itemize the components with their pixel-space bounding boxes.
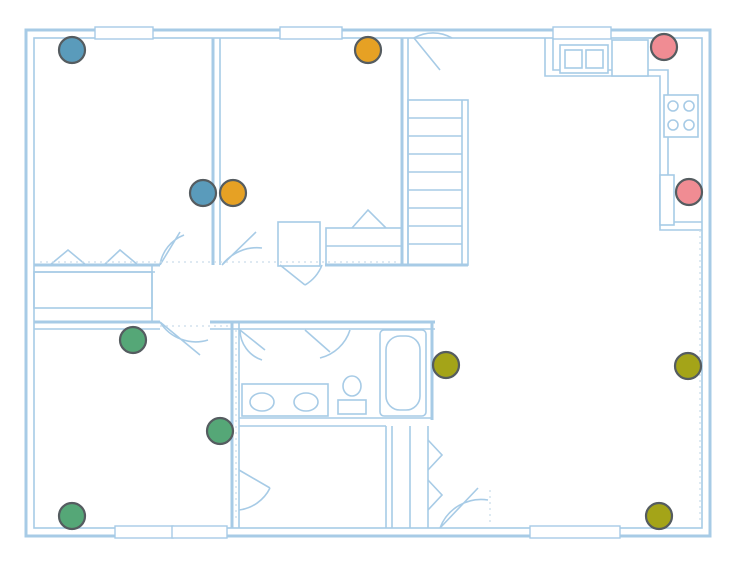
exterior-walls xyxy=(24,28,712,538)
marker-orange xyxy=(218,178,248,208)
windows xyxy=(94,26,621,539)
marker-blue xyxy=(57,35,87,65)
marker-olive xyxy=(644,501,674,531)
stove xyxy=(663,94,699,138)
doors xyxy=(49,32,489,529)
interior-walls xyxy=(33,38,468,528)
marker-orange xyxy=(353,35,383,65)
kitchen-fixtures xyxy=(544,38,702,231)
marker-green xyxy=(57,501,87,531)
marker-olive xyxy=(431,350,461,380)
marker-blue xyxy=(188,178,218,208)
bathroom-fixtures xyxy=(241,329,427,417)
markers xyxy=(57,32,704,531)
marker-green xyxy=(205,416,235,446)
dotted-lines xyxy=(40,230,701,524)
staircase xyxy=(407,99,469,266)
marker-olive xyxy=(673,351,703,381)
dishwasher xyxy=(659,174,675,226)
marker-green xyxy=(118,325,148,355)
refrigerator xyxy=(611,39,649,77)
toilet xyxy=(342,375,362,397)
marker-pink xyxy=(674,177,704,207)
marker-pink xyxy=(649,32,679,62)
